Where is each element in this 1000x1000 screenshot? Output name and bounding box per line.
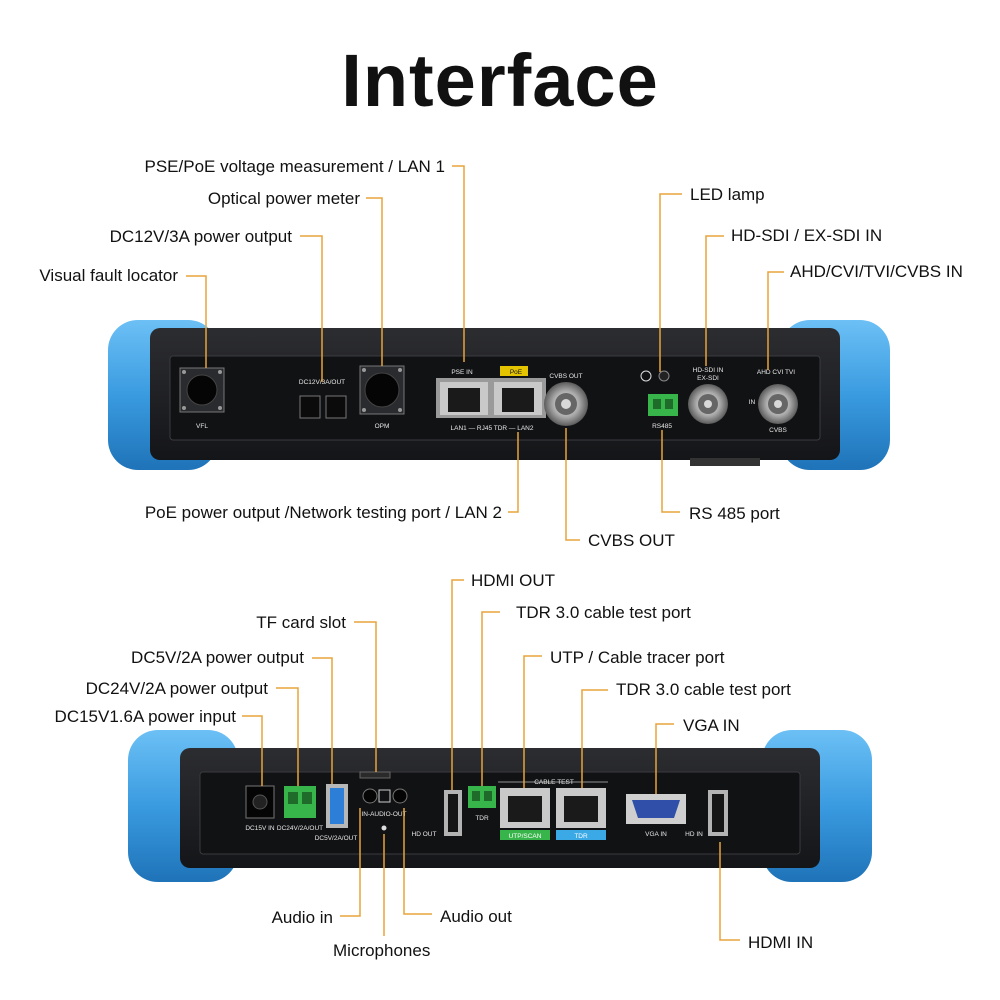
opm-port: OPM [359, 365, 405, 430]
tdr-panel-label: TDR [475, 815, 489, 822]
label-vga-in: VGA IN [683, 716, 740, 735]
label-pse-poe-lan1: PSE/PoE voltage measurement / LAN 1 [144, 157, 446, 176]
label-optical-power-meter: Optical power meter [207, 189, 360, 208]
label-dc24v-output: DC24V/2A power output [85, 679, 268, 698]
vfl-panel-label: VFL [196, 423, 208, 430]
bottom-device: DC15V IN DC24V/2A/OUT DC5V/2A/OUT IN-AUD… [128, 730, 872, 882]
poe-panel-label: PoE [510, 369, 523, 376]
label-hdmi-in: HDMI IN [748, 933, 814, 952]
usb-port: DC5V/2A/OUT [315, 784, 358, 842]
cvbs-out-port: CVBS OUT [544, 373, 588, 426]
dc12-panel-label: DC12V/3A/OUT [299, 379, 345, 386]
rs485-port: RS485 [648, 394, 678, 430]
lan-panel-label: LAN1 — RJ45 TDR — LAN2 [451, 425, 534, 432]
label-dc5v-output: DC5V/2A power output [131, 648, 304, 667]
dc24-panel-label: DC24V/2A/OUT [277, 825, 323, 832]
dc24-port: DC24V/2A/OUT [277, 786, 323, 832]
label-dc12v-output: DC12V/3A power output [109, 227, 292, 246]
dc15-panel-label: DC15V IN [245, 825, 275, 832]
sdi-port: HD-SDI IN EX-SDI [688, 367, 728, 424]
label-tdr-port-2: TDR 3.0 cable test port [616, 680, 791, 699]
label-visual-fault-locator: Visual fault locator [39, 266, 178, 285]
label-led-lamp: LED lamp [690, 185, 765, 204]
cable-test-panel-label: CABLE TEST [534, 779, 574, 786]
label-audio-out: Audio out [440, 907, 512, 926]
label-hdmi-out: HDMI OUT [471, 571, 556, 590]
top-rear-foot [690, 458, 760, 466]
top-device: VFL DC12V/3A/OUT OPM PSE IN PoE LAN1 — R… [108, 320, 890, 470]
sdi-panel-label: HD-SDI IN [693, 367, 724, 374]
page-title: Interface [341, 39, 659, 122]
label-microphones: Microphones [333, 941, 431, 960]
dc15-port: DC15V IN [245, 785, 275, 832]
label-hd-sdi-in: HD-SDI / EX-SDI IN [731, 226, 883, 245]
cvbs-out-panel-label: CVBS OUT [549, 373, 582, 380]
audio-ports: IN-AUDIO-OUT [359, 771, 408, 831]
label-tdr-port-1: TDR 3.0 cable test port [516, 603, 691, 622]
label-audio-in: Audio in [271, 908, 333, 927]
ahd-port: AHD CVI TVI IN CVBS [749, 369, 798, 434]
top-leader-lines [186, 165, 784, 541]
audio-panel-label: IN-AUDIO-OUT [361, 811, 406, 818]
opm-panel-label: OPM [375, 423, 390, 430]
hd-in-panel-label: HD IN [685, 831, 703, 838]
pse-in-panel-label: PSE IN [451, 369, 473, 376]
label-poe-lan2: PoE power output /Network testing port /… [144, 503, 502, 522]
ahd-panel-label: AHD CVI TVI [757, 369, 795, 376]
hdmi-in-port: HD IN [685, 790, 728, 838]
label-cvbs-out: CVBS OUT [588, 531, 675, 550]
rj45-ports: PSE IN PoE LAN1 — RJ45 TDR — LAN2 [436, 366, 546, 432]
in-panel-label: IN [749, 399, 756, 406]
led-lamp [640, 370, 670, 382]
label-tf-card-slot: TF card slot [256, 613, 346, 632]
label-rs485-port: RS 485 port [689, 504, 780, 523]
label-ahd-cvbs-in: AHD/CVI/TVI/CVBS IN [790, 262, 963, 281]
utp-panel-label: UTP/SCAN [509, 833, 542, 840]
dc12-port: DC12V/3A/OUT [299, 379, 347, 419]
cable-test-ports: CABLE TEST UTP/SCAN TDR [498, 779, 608, 840]
vga-port: VGA IN [626, 794, 686, 838]
label-dc15v-input: DC15V1.6A power input [54, 707, 236, 726]
rs485-panel-label: RS485 [652, 423, 672, 430]
hd-out-panel-label: HD OUT [412, 831, 437, 838]
exsdi-panel-label: EX-SDI [697, 375, 719, 382]
vfl-port: VFL [179, 367, 225, 430]
vga-panel-label: VGA IN [645, 831, 667, 838]
cvbs-panel-label: CVBS [769, 427, 787, 434]
bottom-leader-lines [242, 579, 740, 941]
tdr-terminal-port: TDR [468, 786, 496, 822]
dc5-panel-label: DC5V/2A/OUT [315, 835, 358, 842]
tdr2-panel-label: TDR [574, 833, 588, 840]
label-utp-cable-tracer: UTP / Cable tracer port [550, 648, 725, 667]
hdmi-out-port: HD OUT [412, 790, 462, 838]
